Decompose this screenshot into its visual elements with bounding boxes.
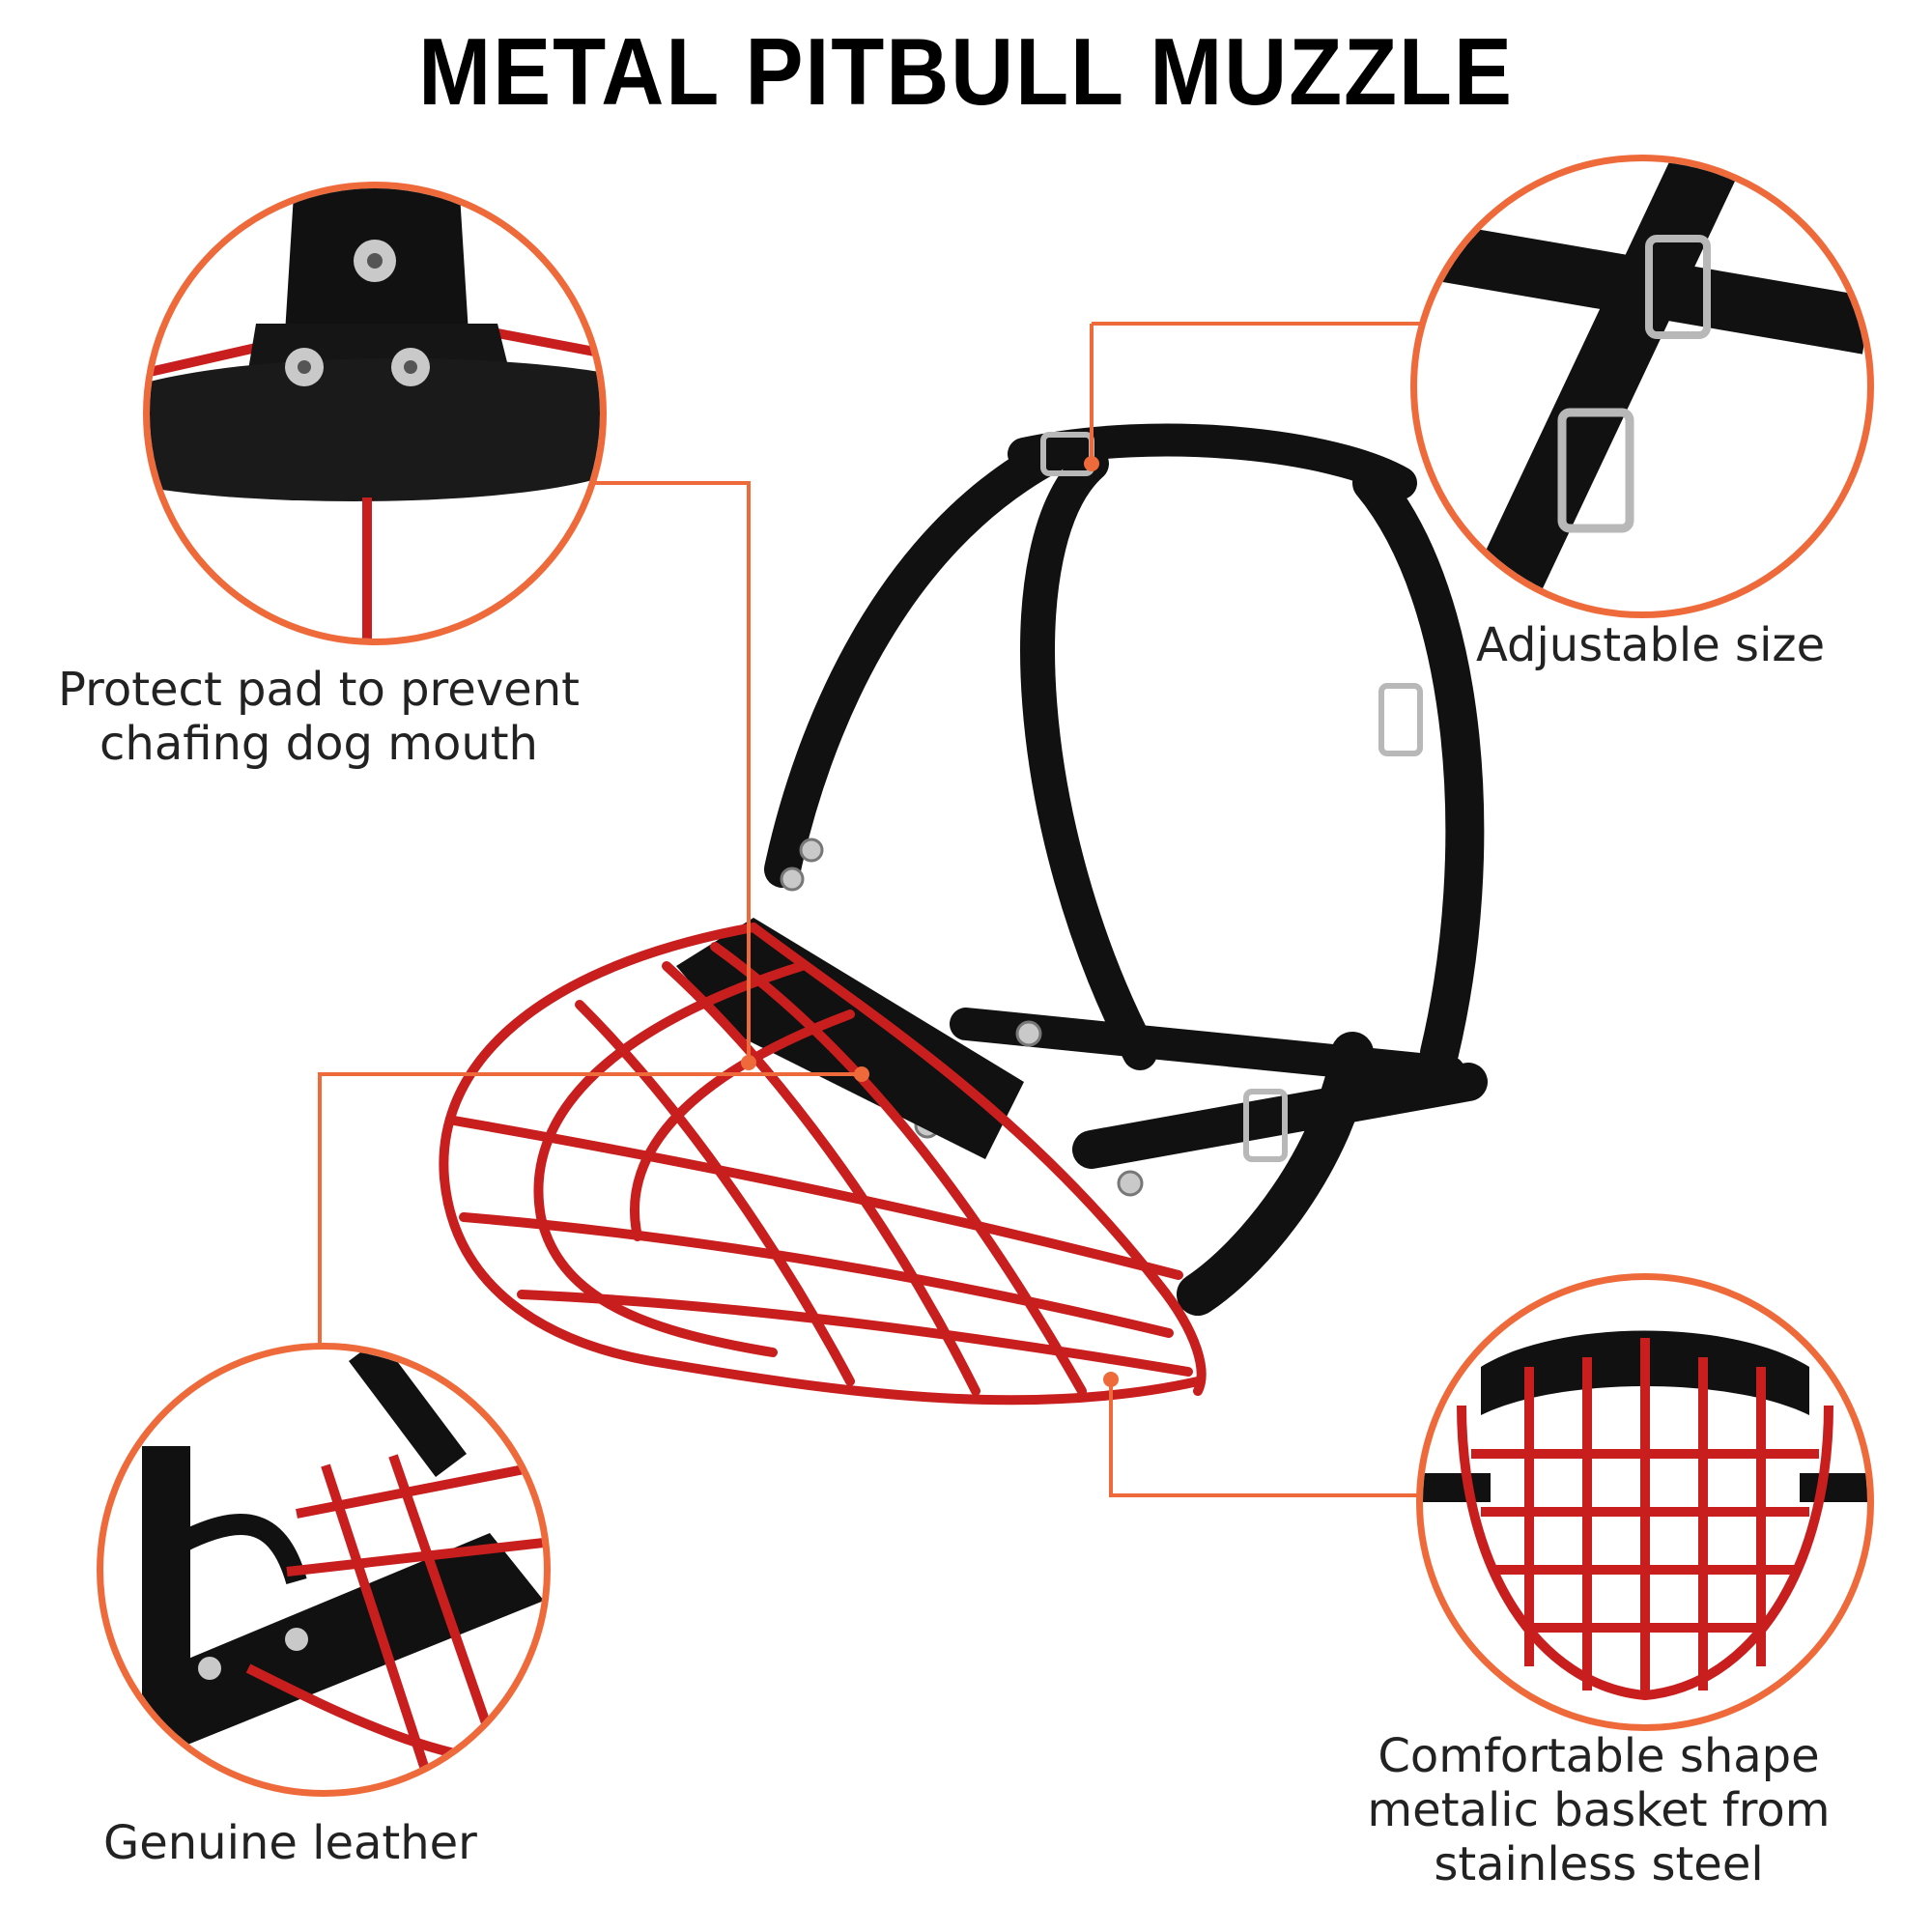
callout-circle-basket [1416,1273,1874,1731]
callout-label-genuine-leather: Genuine leather [103,1816,477,1870]
callout-connector-dots [741,456,1119,1387]
buckle-strap-icon [1417,161,1867,611]
wire-basket-icon [439,923,1207,1406]
callout-circle-protect-pad [143,182,607,645]
leather-strap-icon [764,423,1488,1316]
buckle-icon [1040,432,1423,1162]
mesh-pad-icon [150,188,600,639]
callout-label-protect-pad: Protect pad to prevent chafing dog mouth [58,663,580,771]
leather-strap-icon [142,1350,544,1790]
callout-circle-adjustable-size [1410,155,1874,618]
basket-front-icon [1423,1330,1867,1701]
page-title: METAL PITBULL MUZZLE [418,18,1514,125]
callout-circle-genuine-leather [97,1343,551,1797]
callout-label-adjustable-size: Adjustable size [1476,618,1826,672]
callout-label-basket: Comfortable shape metalic basket from st… [1367,1729,1831,1891]
